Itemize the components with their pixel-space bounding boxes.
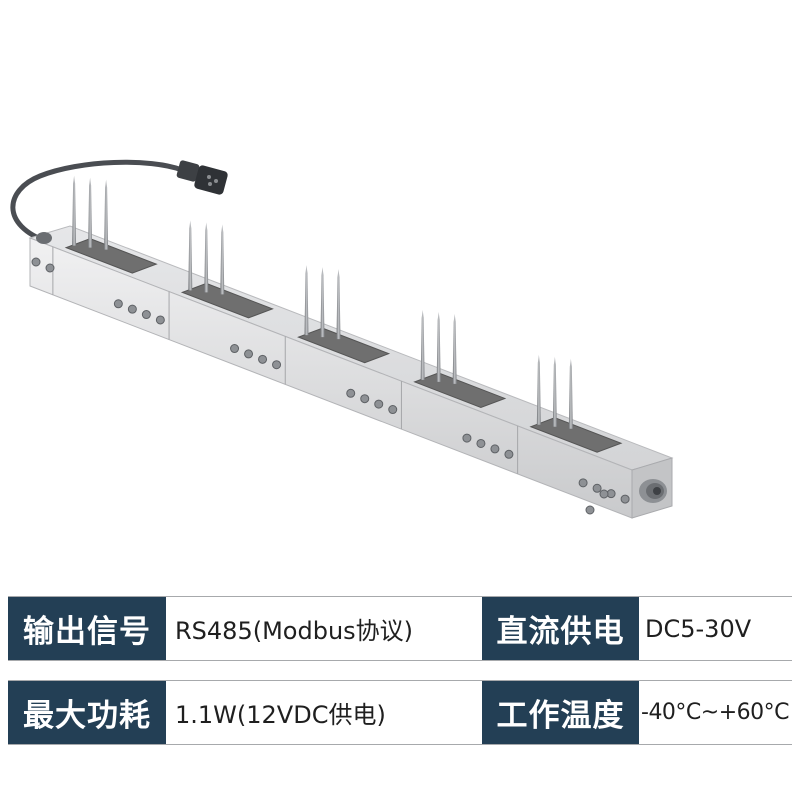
spec-label-output-signal: 输出信号: [8, 597, 166, 660]
probe: [552, 356, 557, 427]
cable-gland: [639, 479, 667, 503]
probe: [452, 313, 457, 384]
bolt: [578, 478, 588, 488]
product-image: [10, 159, 674, 519]
connector-plug: [176, 160, 228, 195]
bolt: [31, 257, 41, 267]
bolt: [490, 444, 500, 454]
bolt: [346, 388, 356, 398]
bolt: [599, 489, 609, 499]
probe: [72, 175, 77, 246]
spec-label-power-supply: 直流供电: [482, 597, 639, 660]
probe: [220, 224, 225, 295]
bolt: [504, 449, 514, 459]
bolt: [585, 505, 595, 515]
probe: [304, 265, 309, 336]
spec-value-output-signal: RS485(Modbus协议): [166, 597, 482, 660]
probe: [536, 354, 541, 425]
left-gland: [36, 232, 52, 244]
spec-table: 输出信号 RS485(Modbus协议) 直流供电 DC5-30V 最大功耗 1…: [8, 596, 792, 764]
probe: [436, 311, 441, 382]
bolt: [230, 344, 240, 354]
bolt: [127, 304, 137, 314]
spec-value-max-power: 1.1W(12VDC供电): [166, 681, 482, 744]
bolt: [45, 263, 55, 273]
probe: [88, 177, 93, 248]
probe: [336, 269, 341, 340]
spec-label-max-power: 最大功耗: [8, 681, 166, 744]
bolt: [360, 394, 370, 404]
bolt: [388, 405, 398, 415]
probe: [420, 309, 425, 380]
probe: [320, 267, 325, 338]
spec-label-operating-temp: 工作温度: [482, 681, 639, 744]
bolt: [476, 438, 486, 448]
spec-row: 输出信号 RS485(Modbus协议) 直流供电 DC5-30V: [8, 596, 792, 661]
probe: [104, 179, 109, 250]
sensor-array-illustration: [10, 159, 674, 519]
bolt: [374, 399, 384, 409]
spec-value-operating-temp: -40°C~+60°C: [639, 681, 792, 744]
bolt: [155, 315, 165, 325]
bolt: [244, 349, 254, 359]
bolt: [258, 354, 268, 364]
probe: [568, 358, 573, 429]
probe: [204, 222, 209, 293]
bolt: [462, 433, 472, 443]
bolt: [592, 483, 602, 493]
bolt: [272, 360, 282, 370]
cable: [10, 159, 185, 245]
spec-row: 最大功耗 1.1W(12VDC供电) 工作温度 -40°C~+60°C: [8, 680, 792, 745]
bolt: [141, 310, 151, 320]
bolt: [620, 494, 630, 504]
probe: [188, 220, 193, 291]
spec-value-power-supply: DC5-30V: [639, 597, 792, 660]
bolt: [113, 299, 123, 309]
